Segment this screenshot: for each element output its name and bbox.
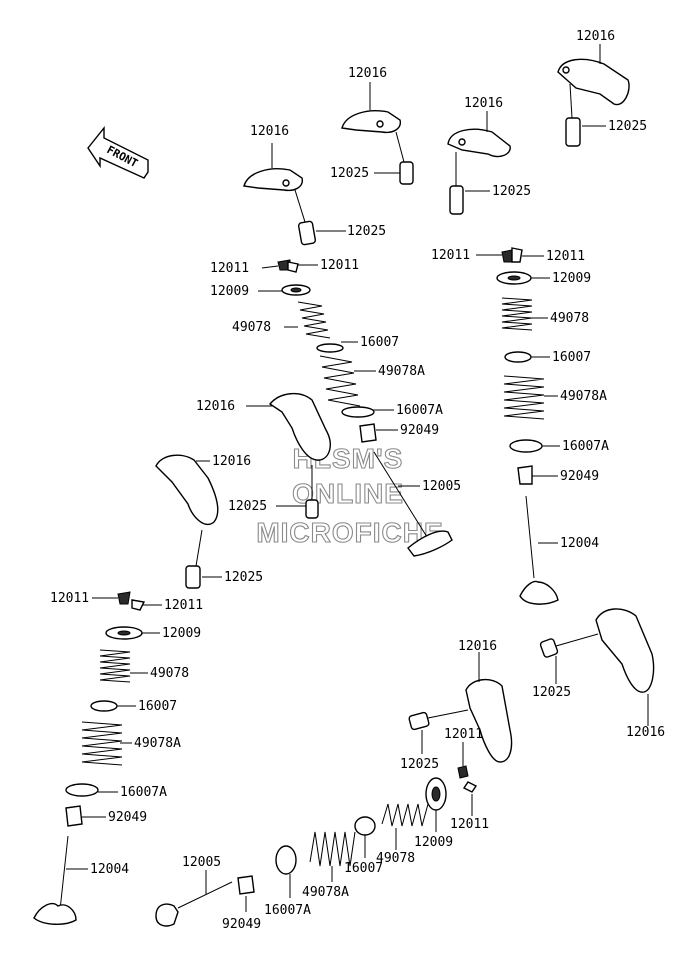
- label-12011-left-a: 12011: [50, 591, 89, 606]
- label-16007-center: 16007: [360, 335, 399, 350]
- center-inner-spring: [297, 301, 331, 339]
- label-49078a-left: 49078A: [134, 736, 181, 751]
- label-49078-right: 49078: [550, 311, 589, 326]
- top-rocker-2: [341, 82, 414, 185]
- label-12011-center-left: 12011: [210, 261, 249, 276]
- label-12011-left-b: 12011: [164, 598, 203, 613]
- label-12011-bottom-upper: 12011: [444, 727, 483, 742]
- label-12016-bottom-right: 12016: [626, 725, 665, 740]
- bottom-inner-spring: [381, 803, 429, 827]
- label-49078a-center: 49078A: [378, 364, 425, 379]
- part-labels: 12016 12016 12016 12016 12025 12025 1202…: [50, 29, 665, 932]
- right-inner-spring: [501, 297, 533, 331]
- label-12025-mid: 12025: [228, 499, 267, 514]
- label-16007a-center: 16007A: [396, 403, 443, 418]
- label-12004-right: 12004: [560, 536, 599, 551]
- label-12011-right-right: 12011: [546, 249, 585, 264]
- label-12011-bottom-lower: 12011: [450, 817, 489, 832]
- label-12016-left: 12016: [212, 454, 251, 469]
- label-49078-left: 49078: [150, 666, 189, 681]
- left-valve-assembly: [33, 591, 162, 925]
- label-92049-left: 92049: [108, 810, 147, 825]
- top-rocker-1: [243, 143, 346, 246]
- label-49078-bottom: 49078: [376, 851, 415, 866]
- label-92049-center: 92049: [400, 423, 439, 438]
- left-outer-spring: [81, 721, 123, 766]
- label-12011-right-left: 12011: [431, 248, 470, 263]
- front-arrow: FRONT: [87, 126, 149, 179]
- label-12011-center-right: 12011: [320, 258, 359, 273]
- label-12025-top-4: 12025: [608, 119, 647, 134]
- label-12016-top-1: 12016: [250, 124, 289, 139]
- top-rocker-4: [557, 44, 630, 147]
- label-12025-bottom-mid: 12025: [400, 757, 439, 772]
- label-12009-center: 12009: [210, 284, 249, 299]
- top-rocker-3: [447, 111, 511, 215]
- bottom-right-assembly: [155, 608, 655, 927]
- label-12004-left: 12004: [90, 862, 129, 877]
- label-12025-bottom-right: 12025: [532, 685, 571, 700]
- label-16007-left: 16007: [138, 699, 177, 714]
- watermark-line-3: MICROFICHE: [256, 517, 443, 548]
- center-outer-spring: [319, 355, 361, 407]
- label-49078a-bottom: 49078A: [302, 885, 349, 900]
- label-12005-bottom: 12005: [182, 855, 221, 870]
- label-49078a-right: 49078A: [560, 389, 607, 404]
- label-12025-top-1: 12025: [347, 224, 386, 239]
- label-16007a-right: 16007A: [562, 439, 609, 454]
- label-12016-top-2: 12016: [348, 66, 387, 81]
- label-12009-left: 12009: [162, 626, 201, 641]
- label-12016-top-3: 12016: [464, 96, 503, 111]
- label-16007-right: 16007: [552, 350, 591, 365]
- left-rocker-assembly: [155, 454, 222, 589]
- label-12016-bottom-mid: 12016: [458, 639, 497, 654]
- label-16007-bottom: 16007: [344, 861, 383, 876]
- bottom-outer-spring: [309, 831, 356, 867]
- label-12016-top-4: 12016: [576, 29, 615, 44]
- label-12025-top-3: 12025: [492, 184, 531, 199]
- label-92049-bottom: 92049: [222, 917, 261, 932]
- label-16007a-bottom: 16007A: [264, 903, 311, 918]
- label-12016-mid: 12016: [196, 399, 235, 414]
- label-92049-right: 92049: [560, 469, 599, 484]
- label-12009-right: 12009: [552, 271, 591, 286]
- watermark: HLSM'S ONLINE MICROFICHE: [256, 442, 443, 548]
- right-outer-spring: [503, 375, 545, 420]
- left-inner-spring: [99, 649, 131, 683]
- right-valve-assembly: [476, 247, 560, 605]
- label-12005-center: 12005: [422, 479, 461, 494]
- label-12025-left: 12025: [224, 570, 263, 585]
- center-valve-assembly: [246, 259, 453, 557]
- label-12025-top-2: 12025: [330, 166, 369, 181]
- label-49078-center: 49078: [232, 320, 271, 335]
- label-16007a-left: 16007A: [120, 785, 167, 800]
- label-12009-bottom: 12009: [414, 835, 453, 850]
